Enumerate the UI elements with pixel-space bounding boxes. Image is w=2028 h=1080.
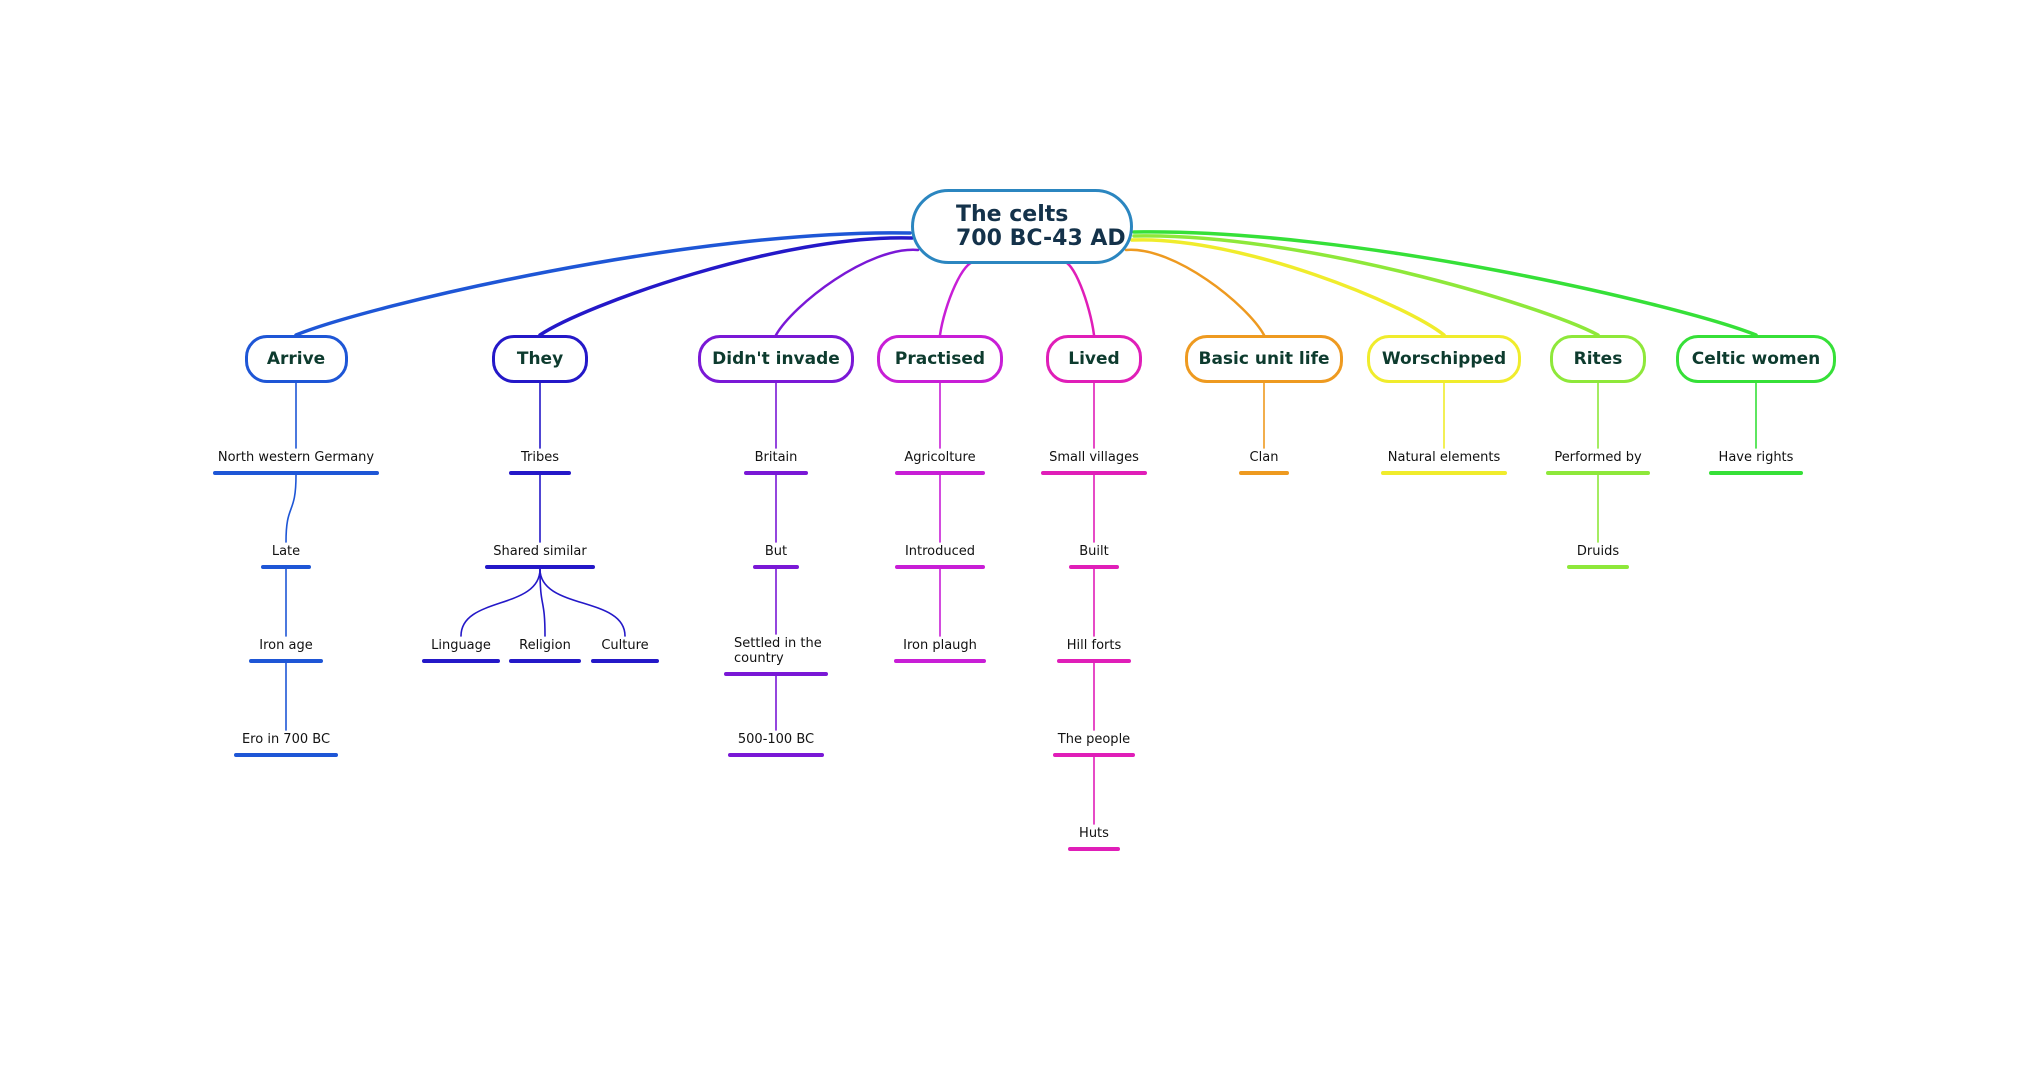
topic-underline (894, 659, 986, 663)
topic-underline (728, 753, 824, 757)
topic-religion[interactable]: Religion (519, 638, 571, 653)
root-topic[interactable]: The celts 700 BC-43 AD (911, 189, 1133, 264)
topic-druids[interactable]: Druids (1576, 544, 1620, 559)
topic-underline (724, 672, 828, 676)
topic-have-rights[interactable]: Have rights (1718, 450, 1794, 465)
topic-underline (591, 659, 659, 663)
topic-underline (1546, 471, 1650, 475)
root-title: The celts 700 BC-43 AD (956, 201, 1126, 251)
connector-culture (539, 568, 626, 637)
topic-but[interactable]: But (764, 544, 788, 559)
branch-topic-rites[interactable]: Rites (1550, 335, 1646, 383)
topic-agricolture[interactable]: Agricolture (904, 450, 976, 465)
branch-topic-lived[interactable]: Lived (1046, 335, 1142, 383)
topic-tribes[interactable]: Tribes (520, 450, 559, 465)
topic-underline (753, 565, 799, 569)
topic-underline (744, 471, 808, 475)
root-title-line-1: The celts (956, 201, 1069, 227)
topic-underline (261, 565, 311, 569)
connector-religion (539, 568, 546, 637)
connector-root-celtic-women (1132, 230, 1758, 337)
topic-underline (1068, 847, 1120, 851)
branch-topic-practised[interactable]: Practised (877, 335, 1003, 383)
topic-shared-similar[interactable]: Shared similar (493, 544, 587, 559)
topic-underline (509, 471, 571, 475)
topic-natural-elements[interactable]: Natural elements (1387, 450, 1501, 465)
topic-settled-in-the-country[interactable]: Settled in the country (734, 636, 822, 666)
branch-topic-worschipped[interactable]: Worschipped (1367, 335, 1521, 383)
topic-performed-by[interactable]: Performed by (1554, 450, 1642, 465)
topic-north-western-germany[interactable]: North western Germany (217, 450, 375, 465)
topic-hill-forts[interactable]: Hill forts (1066, 638, 1122, 653)
topic-underline (1069, 565, 1119, 569)
topic-underline (895, 471, 985, 475)
topic-britain[interactable]: Britain (754, 450, 798, 465)
topic-underline (1709, 471, 1803, 475)
topic-iron-plaugh[interactable]: Iron plaugh (903, 638, 977, 653)
topic-underline (895, 565, 985, 569)
branch-topic-arrive[interactable]: Arrive (244, 335, 348, 383)
topic-built[interactable]: Built (1079, 544, 1109, 559)
topic-the-people[interactable]: The people (1057, 732, 1131, 747)
topic-small-villages[interactable]: Small villages (1049, 450, 1139, 465)
topic-huts[interactable]: Huts (1079, 826, 1109, 841)
topic-underline (1041, 471, 1147, 475)
topic-underline (1057, 659, 1131, 663)
topic-underline (1239, 471, 1289, 475)
topic-500-100-bc[interactable]: 500-100 BC (737, 732, 815, 747)
connector-root-didn-t-invade (774, 248, 920, 337)
topic-underline (485, 565, 595, 569)
connector-late (285, 474, 297, 543)
topic-underline (234, 753, 338, 757)
root-title-line-2: 700 BC-43 AD (956, 225, 1126, 251)
branch-topic-basic-unit-life[interactable]: Basic unit life (1185, 335, 1343, 383)
topic-underline (1381, 471, 1507, 475)
topic-culture[interactable]: Culture (601, 638, 649, 653)
connector-root-basic-unit-life (1124, 248, 1266, 337)
topic-underline (1567, 565, 1629, 569)
branch-topic-didn-t-invade[interactable]: Didn't invade (698, 335, 854, 383)
connector-root-they (538, 236, 914, 337)
connector-root-arrive (294, 231, 912, 337)
connector-root-worschipped (1130, 238, 1446, 337)
connector-root-rites (1132, 234, 1600, 337)
topic-underline (422, 659, 500, 663)
branch-topic-celtic-women[interactable]: Celtic women (1676, 335, 1836, 383)
connector-linguage (460, 568, 541, 637)
topic-iron-age[interactable]: Iron age (259, 638, 313, 653)
topic-introduced[interactable]: Introduced (904, 544, 976, 559)
connector-root-practised (938, 260, 978, 337)
topic-underline (1053, 753, 1135, 757)
branch-topic-they[interactable]: They (492, 335, 588, 383)
topic-linguage[interactable]: Linguage (431, 638, 491, 653)
topic-late[interactable]: Late (271, 544, 301, 559)
topic-clan[interactable]: Clan (1249, 450, 1279, 465)
topic-underline (213, 471, 379, 475)
topic-underline (509, 659, 581, 663)
topic-underline (249, 659, 323, 663)
connector-root-lived (1060, 260, 1096, 337)
topic-ero-in-700-bc[interactable]: Ero in 700 BC (241, 732, 331, 747)
